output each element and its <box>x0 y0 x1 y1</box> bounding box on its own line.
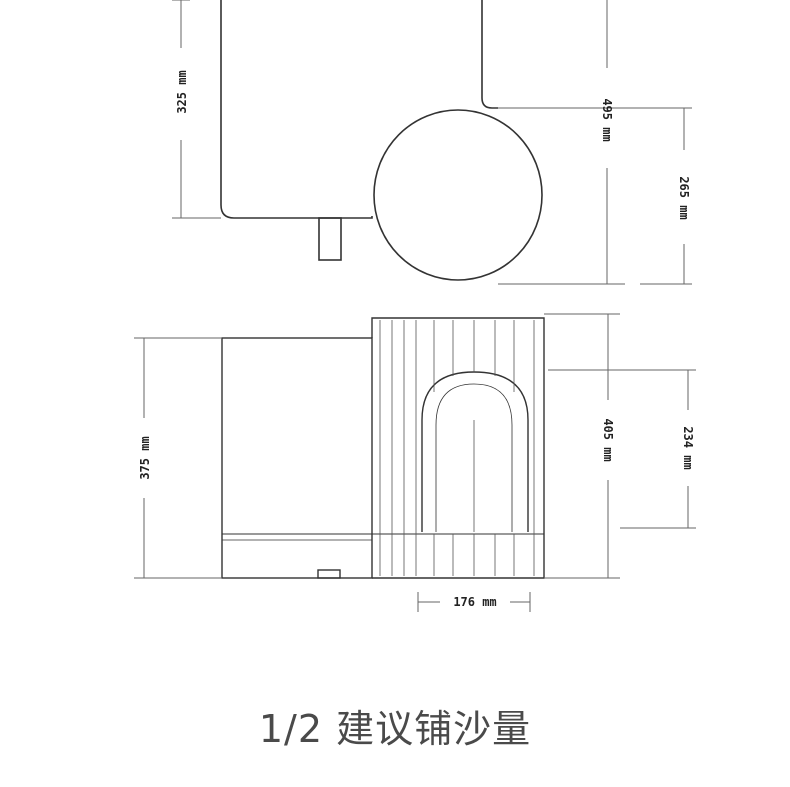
dim-label-325: 325 mm <box>175 70 189 113</box>
side-right-block <box>371 317 545 579</box>
side-left-block <box>221 337 373 579</box>
dim-label-176: 176 mm <box>453 595 496 609</box>
dim-label-405: 405 mm <box>601 418 615 461</box>
caption-text: 1/2 建议铺沙量 <box>258 707 532 751</box>
top-ball <box>373 109 543 281</box>
dim-label-495: 495 mm <box>600 98 614 141</box>
dim-label-265: 265 mm <box>677 176 691 219</box>
side-view <box>221 317 545 579</box>
side-foot <box>317 569 341 579</box>
dim-label-234: 234 mm <box>681 426 695 469</box>
top-dim-lines <box>172 0 692 285</box>
top-box-outline <box>220 0 498 219</box>
side-slats <box>379 320 535 576</box>
top-post <box>318 217 342 261</box>
side-dim-lines <box>134 313 696 612</box>
top-view <box>220 0 543 281</box>
dim-label-375: 375 mm <box>138 436 152 479</box>
